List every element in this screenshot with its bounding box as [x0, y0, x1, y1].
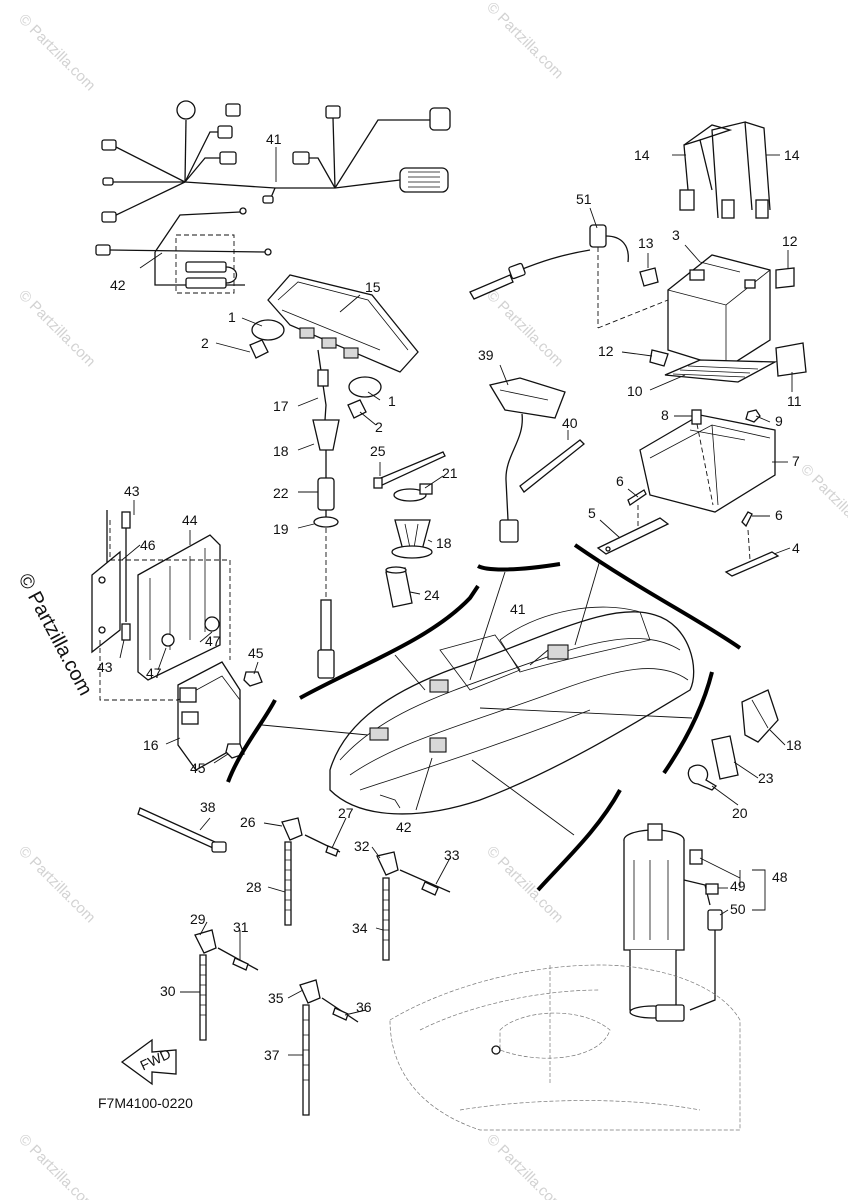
callout-36: 36 [356, 999, 372, 1015]
svg-text:© Partzilla.com: © Partzilla.com [483, 287, 566, 370]
callout-41: 41 [510, 601, 526, 617]
svg-text:© Partzilla.com: © Partzilla.com [483, 0, 566, 82]
callout-33: 33 [444, 847, 460, 863]
callout-7: 7 [792, 453, 800, 469]
section-brackets [226, 543, 742, 892]
callout-27: 27 [338, 805, 354, 821]
callout-12: 12 [782, 233, 798, 249]
callout-39: 39 [478, 347, 494, 363]
callout-26: 26 [240, 814, 256, 830]
callout-21: 21 [442, 465, 458, 481]
ecu-assembly [91, 510, 263, 771]
callout-47: 47 [146, 665, 162, 681]
side-watermark: © Partzilla.com [14, 570, 97, 699]
callout-1: 1 [388, 393, 396, 409]
callout-6: 6 [616, 473, 624, 489]
callout-17: 17 [273, 398, 289, 414]
callout-44: 44 [182, 512, 198, 528]
svg-text:© Partzilla.com: © Partzilla.com [15, 1131, 98, 1200]
svg-text:© Partzilla.com: © Partzilla.com [15, 843, 98, 926]
callout-2: 2 [201, 335, 209, 351]
callout-32: 32 [354, 838, 370, 854]
callout-18: 18 [273, 443, 289, 459]
callout-18: 18 [786, 737, 802, 753]
callout-5: 5 [588, 505, 596, 521]
callout-46: 46 [140, 537, 156, 553]
callout-6: 6 [775, 507, 783, 523]
callout-35: 35 [268, 990, 284, 1006]
svg-text:© Partzilla.com: © Partzilla.com [15, 287, 98, 370]
callout-12: 12 [598, 343, 614, 359]
callout-30: 30 [160, 983, 176, 999]
callout-22: 22 [273, 485, 289, 501]
callout-48: 48 [772, 869, 788, 885]
callout-23: 23 [758, 770, 774, 786]
wire-harness [95, 100, 451, 294]
callout-42: 42 [396, 819, 412, 835]
callout-14: 14 [634, 147, 650, 163]
callout-45: 45 [248, 645, 264, 661]
callout-labels: 41 42 15 1 2 1 2 17 18 25 21 22 19 18 24… [97, 131, 802, 1063]
callout-19: 19 [273, 521, 289, 537]
callout-25: 25 [370, 443, 386, 459]
callout-29: 29 [190, 911, 206, 927]
callout-43: 43 [97, 659, 113, 675]
svg-text:© Partzilla.com: © Partzilla.com [797, 461, 848, 544]
callout-16: 16 [143, 737, 159, 753]
callout-45: 45 [190, 760, 206, 776]
callout-leaders [119, 147, 793, 1056]
fasteners [120, 807, 451, 1116]
fuel-tank-outline [389, 964, 741, 1131]
callout-2: 2 [375, 419, 383, 435]
callout-50: 50 [730, 901, 746, 917]
callout-41: 41 [266, 131, 282, 147]
callout-38: 38 [200, 799, 216, 815]
callout-10: 10 [627, 383, 643, 399]
callout-47: 47 [205, 633, 221, 649]
callout-51: 51 [576, 191, 592, 207]
callout-15: 15 [365, 279, 381, 295]
svg-text:© Partzilla.com: © Partzilla.com [483, 843, 566, 926]
callout-43: 43 [124, 483, 140, 499]
callout-8: 8 [661, 407, 669, 423]
battery-assembly [469, 121, 807, 577]
callout-40: 40 [562, 415, 578, 431]
callout-28: 28 [246, 879, 262, 895]
callout-37: 37 [264, 1047, 280, 1063]
svg-text:© Partzilla.com: © Partzilla.com [483, 1131, 566, 1200]
fwd-arrow-icon [120, 1038, 177, 1086]
callout-4: 4 [792, 540, 800, 556]
callout-13: 13 [638, 235, 654, 251]
callout-49: 49 [730, 878, 746, 894]
callout-34: 34 [352, 920, 368, 936]
callout-42: 42 [110, 277, 126, 293]
svg-text:© Partzilla.com: © Partzilla.com [15, 11, 98, 94]
callout-31: 31 [233, 919, 249, 935]
callout-20: 20 [732, 805, 748, 821]
meter-assembly [249, 274, 446, 679]
callout-3: 3 [672, 227, 680, 243]
callout-1: 1 [228, 309, 236, 325]
fuel-pump-assembly [623, 689, 779, 1022]
callout-9: 9 [775, 413, 783, 429]
callout-11: 11 [787, 393, 802, 409]
callout-24: 24 [424, 587, 440, 603]
diagram-code: F7M4100-0220 [98, 1095, 193, 1111]
callout-14: 14 [784, 147, 800, 163]
watercraft [329, 606, 695, 815]
callout-18: 18 [436, 535, 452, 551]
